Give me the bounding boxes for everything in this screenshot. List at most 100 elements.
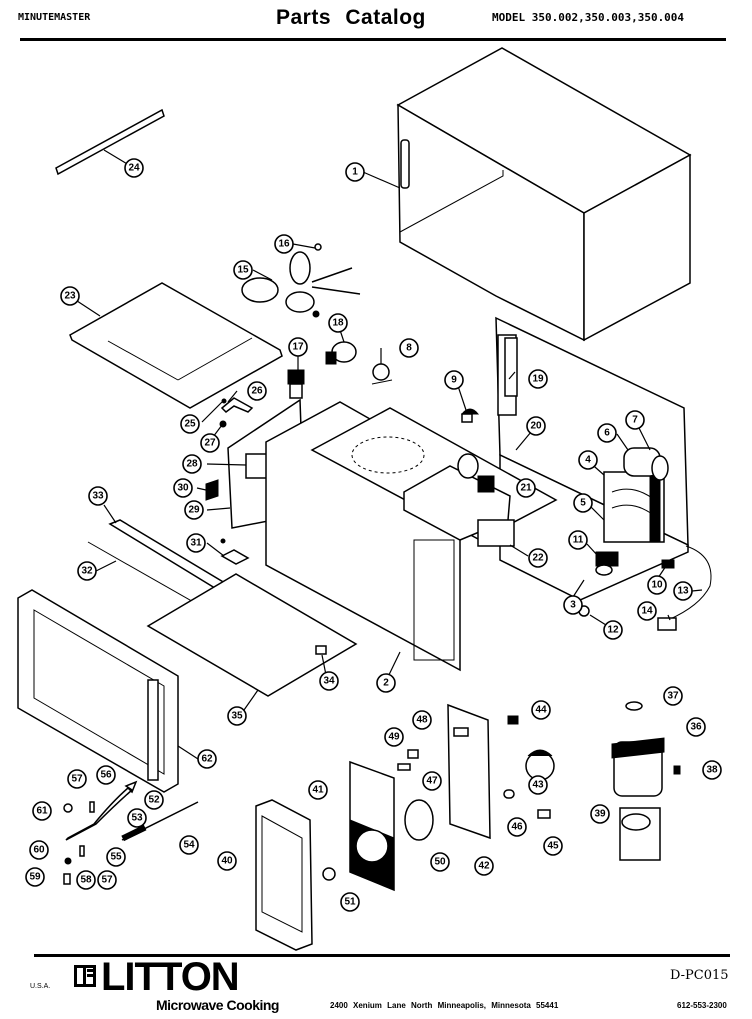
callout-47: 47 bbox=[422, 771, 442, 791]
callout-13: 13 bbox=[673, 581, 693, 601]
svg-text:6: 6 bbox=[604, 428, 610, 439]
svg-text:27: 27 bbox=[204, 438, 216, 449]
callout-16: 16 bbox=[274, 234, 294, 254]
callout-39: 39 bbox=[590, 804, 610, 824]
callout-56: 56 bbox=[96, 765, 116, 785]
callout-33: 33 bbox=[88, 486, 108, 506]
svg-text:51: 51 bbox=[344, 897, 356, 908]
svg-text:53: 53 bbox=[131, 813, 143, 824]
svg-text:18: 18 bbox=[332, 318, 344, 329]
callout-3: 3 bbox=[563, 595, 583, 615]
callout-55: 55 bbox=[106, 847, 126, 867]
callout-43: 43 bbox=[528, 775, 548, 795]
part-fan-motor bbox=[611, 701, 681, 861]
svg-text:8: 8 bbox=[406, 343, 412, 354]
callout-58: 58 bbox=[76, 870, 96, 890]
callout-9: 9 bbox=[444, 370, 464, 390]
svg-text:23: 23 bbox=[64, 291, 76, 302]
brand-line: MINUTEMASTER bbox=[18, 12, 91, 23]
svg-text:36: 36 bbox=[690, 722, 702, 733]
callout-34: 34 bbox=[319, 671, 339, 691]
svg-text:59: 59 bbox=[29, 872, 41, 883]
part-magnetron bbox=[403, 453, 515, 547]
part-bracket-26 bbox=[219, 397, 254, 428]
callout-28: 28 bbox=[182, 454, 202, 474]
svg-text:38: 38 bbox=[706, 765, 718, 776]
callout-35: 35 bbox=[227, 706, 247, 726]
part-door-rail bbox=[87, 519, 358, 697]
callout-61: 61 bbox=[32, 801, 52, 821]
part-rod bbox=[55, 108, 165, 176]
litton-logo-icon bbox=[74, 965, 96, 987]
footer-rule bbox=[34, 954, 730, 957]
svg-text:26: 26 bbox=[251, 386, 263, 397]
part-timer-motor bbox=[397, 715, 555, 819]
callout-4: 4 bbox=[578, 450, 598, 470]
svg-text:24: 24 bbox=[128, 163, 140, 174]
svg-text:3: 3 bbox=[570, 600, 576, 611]
callout-10: 10 bbox=[647, 575, 667, 595]
part-dial-plate bbox=[404, 799, 434, 841]
callout-57-bottom: 57 bbox=[97, 870, 117, 890]
part-top-plate bbox=[69, 282, 283, 409]
callout-8: 8 bbox=[399, 338, 419, 358]
svg-text:13: 13 bbox=[677, 586, 689, 597]
callout-26: 26 bbox=[247, 381, 267, 401]
svg-text:62: 62 bbox=[201, 754, 213, 765]
svg-text:61: 61 bbox=[36, 806, 48, 817]
svg-text:19: 19 bbox=[532, 374, 544, 385]
svg-text:34: 34 bbox=[323, 676, 335, 687]
callout-5: 5 bbox=[573, 493, 593, 513]
svg-text:2: 2 bbox=[383, 678, 389, 689]
callout-59: 59 bbox=[25, 867, 45, 887]
company-address: 2400 Xenium Lane North Minneapolis, Minn… bbox=[330, 1001, 559, 1010]
part-capacitor bbox=[623, 447, 669, 481]
svg-text:29: 29 bbox=[188, 505, 200, 516]
part-transformer bbox=[603, 471, 665, 543]
svg-text:12: 12 bbox=[607, 625, 619, 636]
callout-57-top: 57 bbox=[67, 769, 87, 789]
svg-text:21: 21 bbox=[520, 483, 532, 494]
svg-text:7: 7 bbox=[632, 415, 638, 426]
svg-text:52: 52 bbox=[148, 795, 160, 806]
svg-text:39: 39 bbox=[594, 809, 606, 820]
part-switch-9 bbox=[460, 408, 480, 423]
phone-number: 612-553-2300 bbox=[677, 1001, 727, 1010]
svg-text:56: 56 bbox=[100, 770, 112, 781]
callout-24: 24 bbox=[124, 158, 144, 178]
callout-40: 40 bbox=[217, 851, 237, 871]
svg-text:16: 16 bbox=[278, 239, 290, 250]
part-bracket-19 bbox=[504, 337, 518, 397]
part-timer-panel bbox=[322, 760, 395, 892]
part-clip-31 bbox=[220, 538, 250, 565]
part-lamp bbox=[325, 341, 357, 365]
svg-text:14: 14 bbox=[641, 606, 653, 617]
svg-text:37: 37 bbox=[667, 691, 679, 702]
part-thermal-switch bbox=[371, 363, 393, 385]
callout-20: 20 bbox=[526, 416, 546, 436]
callout-32: 32 bbox=[77, 561, 97, 581]
callout-17: 17 bbox=[288, 337, 308, 357]
callout-21: 21 bbox=[516, 478, 536, 498]
callout-6: 6 bbox=[597, 423, 617, 443]
model-numbers: MODEL 350.002,350.003,350.004 bbox=[492, 11, 685, 24]
callout-14: 14 bbox=[637, 601, 657, 621]
part-lamp-socket bbox=[287, 369, 305, 399]
svg-text:43: 43 bbox=[532, 780, 544, 791]
svg-text:9: 9 bbox=[451, 375, 457, 386]
part-door bbox=[17, 589, 179, 793]
callout-52: 52 bbox=[144, 790, 164, 810]
part-fan-blade bbox=[241, 243, 361, 318]
part-outer-cabinet bbox=[396, 47, 692, 342]
part-latch-assembly bbox=[63, 780, 199, 885]
header-rule bbox=[20, 38, 726, 41]
svg-text:60: 60 bbox=[33, 845, 45, 856]
part-clip-34 bbox=[315, 645, 327, 655]
callout-18: 18 bbox=[328, 313, 348, 333]
callout-37: 37 bbox=[663, 686, 683, 706]
callout-53: 53 bbox=[127, 808, 147, 828]
svg-text:57: 57 bbox=[101, 875, 113, 886]
callout-11: 11 bbox=[568, 530, 588, 550]
callout-30: 30 bbox=[173, 478, 193, 498]
